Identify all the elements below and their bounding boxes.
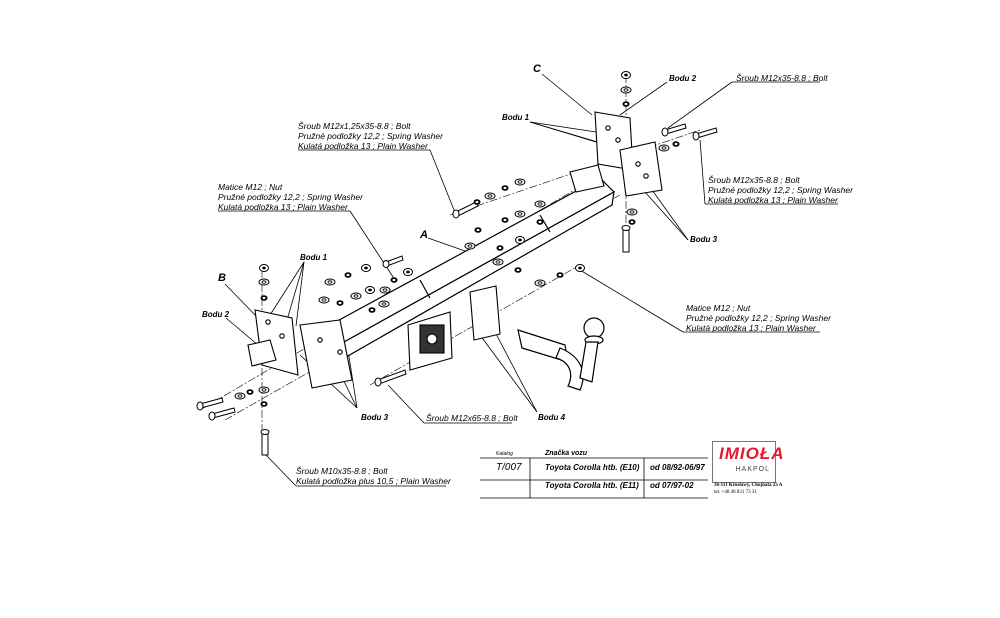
bolts <box>196 123 718 456</box>
callout-bolt-top-right: Šroub M12x35-8.8 ; Bolt <box>736 73 828 83</box>
bodu-3-right: Bodu 3 <box>690 235 718 244</box>
callout-bolt-center-top: Šroub M12x1,25x35-8.8 ; Bolt Pružné podl… <box>298 121 443 151</box>
bodu-3-left: Bodu 3 <box>361 413 389 422</box>
logo-address: 36-111 Krosławy, Chojnata 23 A <box>714 483 783 488</box>
period-row-1: od 08/92-06/97 <box>650 463 705 472</box>
letter-a: A <box>420 229 428 241</box>
logo-phone: tel. +48 46 831 73 31 <box>714 490 757 495</box>
callout-bolt-center-bottom: Šroub M12x65-8.8 ; Bolt <box>426 413 518 423</box>
bracket-left <box>247 309 353 389</box>
callout-nut-right: Matice M12 ; Nut Pružné podložky 12,2 ; … <box>686 303 831 333</box>
period-row-2: od 07/97-02 <box>650 481 694 490</box>
bodu-1-right: Bodu 1 <box>502 113 530 122</box>
letter-b: B <box>218 272 226 284</box>
katalog-value: T/007 <box>496 462 522 473</box>
callout-nut-left: Matice M12 ; Nut Pružné podložky 12,2 ; … <box>218 182 363 212</box>
tow-ball <box>517 317 605 391</box>
letter-c: C <box>533 63 541 75</box>
model-row-2: Toyota Corolla htb. (E11) <box>545 481 639 490</box>
bodu-2-right: Bodu 2 <box>669 74 697 83</box>
callout-bolt-right: Šroub M12x35-8.8 ; Bolt Pružné podložky … <box>708 175 853 205</box>
hitch-mount <box>407 285 501 371</box>
bracket-right <box>569 111 663 197</box>
bodu-1-left: Bodu 1 <box>300 253 328 262</box>
logo-name: IMIOŁA <box>719 444 785 463</box>
bodu-2-left: Bodu 2 <box>202 310 230 319</box>
katalog-label: Katalog <box>496 451 513 457</box>
callout-bolt-left-bottom: Šroub M10x35-8.8 ; Bolt Kulatá podložka … <box>296 466 451 486</box>
znacka-label: Značka vozu <box>545 450 588 457</box>
bodu-4: Bodu 4 <box>538 413 566 422</box>
model-row-1: Toyota Corolla htb. (E10) <box>545 463 640 472</box>
logo-sub: HAKPOL <box>735 466 770 473</box>
title-block-frame <box>480 457 708 499</box>
imiola-logo: IMIOŁA HAKPOL <box>712 441 784 483</box>
